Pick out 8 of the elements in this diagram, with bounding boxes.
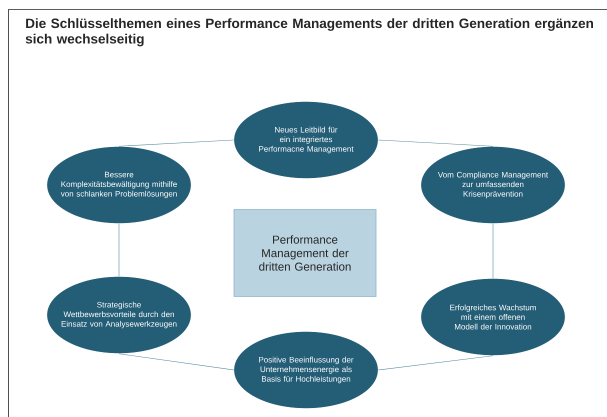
title: Die Schlüsselthemen eines Performance Managements der dritten Generation ergänzen sich wechselseitig bbox=[26, 18, 593, 46]
connector-line bbox=[378, 140, 494, 147]
connector-line bbox=[378, 355, 494, 370]
connector-line bbox=[118, 223, 120, 277]
connector-line bbox=[118, 140, 234, 147]
connector-line bbox=[118, 353, 234, 370]
center-box: Performance Management der dritten Generation bbox=[234, 209, 376, 297]
connector-line bbox=[492, 223, 494, 279]
